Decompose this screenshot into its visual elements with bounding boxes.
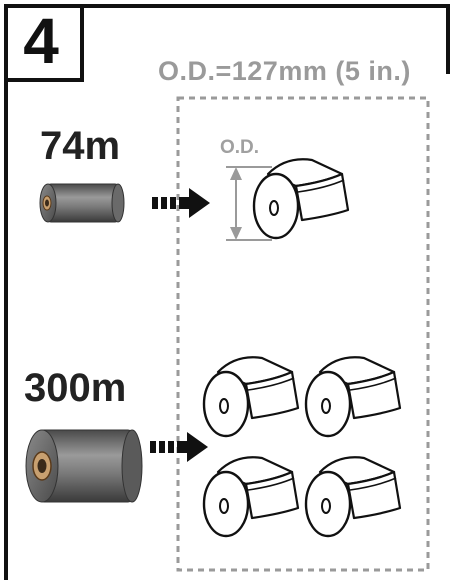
outer-diameter-title: O.D.=127mm (5 in.) — [158, 56, 411, 86]
step-number-box — [4, 4, 84, 82]
label-roll-icon — [252, 158, 350, 240]
dimension-arrow-icon — [226, 166, 272, 241]
ribbon-roll-icon — [39, 183, 125, 223]
ribbon-length-74m: 74m — [40, 124, 121, 168]
label-roll-icon — [304, 456, 402, 538]
label-roll-icon — [202, 456, 300, 538]
dotted-arrow-icon — [150, 432, 208, 462]
ribbon-length-300m: 300m — [24, 366, 127, 410]
step-number: 4 — [23, 5, 59, 77]
label-roll-icon — [202, 356, 300, 438]
label-roll-icon — [304, 356, 402, 438]
ribbon-roll-icon — [25, 429, 143, 503]
dotted-arrow-icon — [152, 188, 210, 218]
outer-diameter-label: O.D. — [220, 137, 260, 158]
od-dashed-box — [176, 96, 430, 572]
